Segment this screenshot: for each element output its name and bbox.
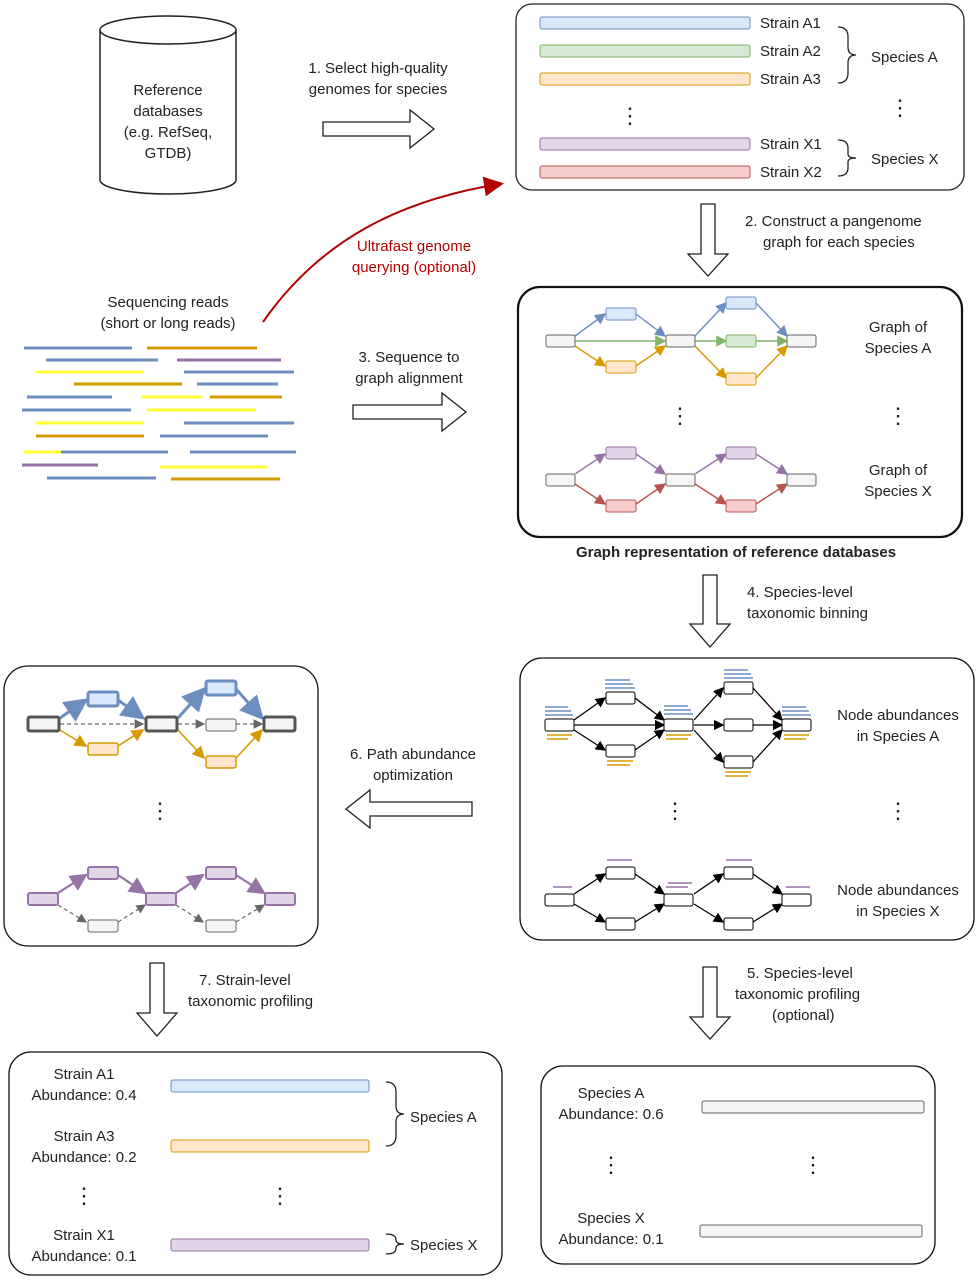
strain-x1-bar [539,137,751,151]
profile-a1-abundance: Abundance: 0.4 [31,1087,136,1104]
species-x-label: Species X [871,151,939,168]
graph-ellipsis-1: ⋮ [669,403,691,428]
strain-x2-bar [539,165,751,179]
step5-label-2: taxonomic profiling [735,986,860,1003]
species-profile-x-bar [699,1224,923,1238]
profile-species-a-brace [385,1081,405,1147]
graph-x-label-1: Graph of [869,462,928,479]
step5-arrow [688,966,732,1040]
strain-a3-label: Strain A3 [760,71,821,88]
species-a-graph [545,296,817,386]
strain-ellipsis-1: ⋮ [619,103,641,128]
profile-x1-abundance: Abundance: 0.1 [31,1248,136,1265]
species-a-brace [837,26,857,84]
strain-x1-label: Strain X1 [760,136,822,153]
species-profile-ellipsis-2: ⋮ [802,1152,824,1177]
step7-label-2: taxonomic profiling [188,993,313,1010]
nodeab-x-label-2: in Species X [856,903,939,920]
step1-label-1: 1. Select high-quality [308,60,448,77]
species-x-graph [545,446,817,513]
strain-profile-box [8,1051,503,1276]
step5-label-1: 5. Species-level [747,965,853,982]
strain-x2-label: Strain X2 [760,164,822,181]
nodeab-ellipsis-2: ⋮ [887,798,909,823]
strain-a2-bar [539,44,751,58]
profile-x1-bar [170,1238,370,1252]
pangenome-graph-box [516,285,964,539]
reads-label-2: (short or long reads) [100,315,235,332]
profile-a3-bar [170,1139,370,1153]
profile-ellipsis-2: ⋮ [269,1183,291,1208]
species-profile-x-name: Species X [577,1210,645,1227]
species-x-brace [837,139,857,177]
species-profile-x-abundance: Abundance: 0.1 [558,1231,663,1248]
step2-arrow [686,203,730,277]
species-a-label: Species A [871,49,938,66]
strain-a3-bar [539,72,751,86]
profile-species-a-label: Species A [410,1109,477,1126]
query-label-2: querying (optional) [352,259,476,276]
step3-label-2: graph alignment [355,370,463,387]
path-abundance-a-graph [26,679,297,769]
strain-a1-bar [539,16,751,30]
step5-label-3: (optional) [772,1007,835,1024]
step6-arrow [344,788,473,830]
database-label-2: databases [133,103,202,120]
reads-label-1: Sequencing reads [108,294,229,311]
profile-a1-name: Strain A1 [54,1066,115,1083]
profile-species-x-label: Species X [410,1237,478,1254]
nodeab-ellipsis-1: ⋮ [664,798,686,823]
graph-a-label-2: Species A [865,340,932,357]
species-profile-a-abundance: Abundance: 0.6 [558,1106,663,1123]
step1-arrow [322,108,436,150]
graph-x-label-2: Species X [864,483,932,500]
strain-a1-label: Strain A1 [760,15,821,32]
database-label-4: GTDB) [145,145,192,162]
species-profile-box [540,1065,936,1265]
species-profile-a-name: Species A [578,1085,645,1102]
step4-label-2: taxonomic binning [747,605,868,622]
step4-arrow [688,574,732,648]
node-abundance-x-graph [544,859,812,931]
profile-x1-name: Strain X1 [53,1227,115,1244]
query-label-1: Ultrafast genome [357,238,471,255]
profile-species-x-brace [385,1233,405,1255]
step6-label-2: optimization [373,767,453,784]
database-cylinder: Reference databases (e.g. RefSeq, GTDB) [99,15,237,195]
nodeab-a-label-1: Node abundances [837,707,959,724]
strain-a2-label: Strain A2 [760,43,821,60]
step4-label-1: 4. Species-level [747,584,853,601]
step6-label-1: 6. Path abundance [350,746,476,763]
species-profile-a-bar [701,1100,925,1114]
profile-a1-bar [170,1079,370,1093]
nodeab-x-label-1: Node abundances [837,882,959,899]
profile-a3-abundance: Abundance: 0.2 [31,1149,136,1166]
query-arrow [262,176,504,323]
step1-label-2: genomes for species [309,81,447,98]
profile-a3-name: Strain A3 [54,1128,115,1145]
strain-ellipsis-2: ⋮ [889,95,911,120]
database-label-1: Reference [133,82,202,99]
graph-ellipsis-2: ⋮ [887,403,909,428]
graph-caption: Graph representation of reference databa… [576,544,896,561]
profile-ellipsis-1: ⋮ [73,1183,95,1208]
step3-arrow [352,391,468,433]
path-ellipsis: ⋮ [149,798,171,823]
sequencing-reads [22,346,296,481]
step2-label-1: 2. Construct a pangenome [745,213,922,230]
step7-label-1: 7. Strain-level [199,972,291,989]
node-abundance-a-graph [544,669,812,777]
path-abundance-x-graph [27,866,296,933]
step3-label-1: 3. Sequence to [359,349,460,366]
database-label-3: (e.g. RefSeq, [124,124,212,141]
step2-label-2: graph for each species [763,234,915,251]
step7-arrow [135,962,179,1037]
species-profile-ellipsis-1: ⋮ [600,1152,622,1177]
graph-a-label-1: Graph of [869,319,928,336]
nodeab-a-label-2: in Species A [857,728,940,745]
